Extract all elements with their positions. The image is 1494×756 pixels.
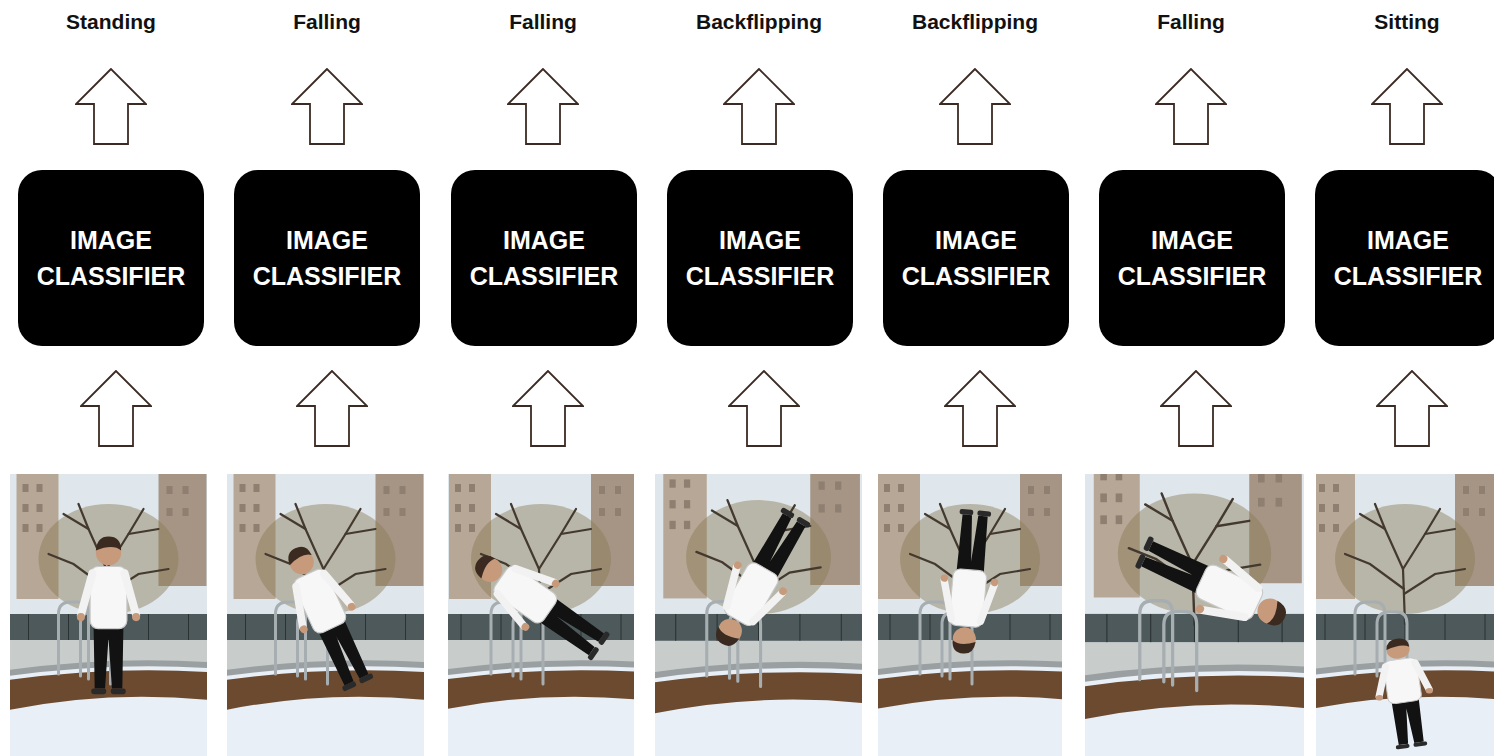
- box-text: IMAGE CLASSIFIER: [18, 222, 204, 295]
- video-frame: [9, 461, 1494, 756]
- classifier-box: IMAGE CLASSIFIER: [234, 170, 420, 346]
- classifier-box: IMAGE CLASSIFIER: [1315, 170, 1494, 346]
- class-label: Backflipping: [696, 10, 822, 34]
- class-label: Falling: [293, 10, 361, 34]
- box-text: IMAGE CLASSIFIER: [667, 222, 853, 295]
- box-text: IMAGE CLASSIFIER: [451, 222, 637, 295]
- class-label: Sitting: [1374, 10, 1439, 34]
- classifier-box: IMAGE CLASSIFIER: [1099, 170, 1285, 346]
- box-text: IMAGE CLASSIFIER: [1315, 222, 1494, 295]
- class-label: Standing: [66, 10, 156, 34]
- box-text: IMAGE CLASSIFIER: [234, 222, 420, 295]
- box-text: IMAGE CLASSIFIER: [883, 222, 1069, 295]
- box-text: IMAGE CLASSIFIER: [1099, 222, 1285, 295]
- classifier-box: IMAGE CLASSIFIER: [883, 170, 1069, 346]
- up-arrow: [76, 69, 1447, 446]
- class-label: Backflipping: [912, 10, 1038, 34]
- classifier-box: IMAGE CLASSIFIER: [667, 170, 853, 346]
- class-label: Falling: [1157, 10, 1225, 34]
- classifier-box: IMAGE CLASSIFIER: [18, 170, 204, 346]
- classifier-box: IMAGE CLASSIFIER: [451, 170, 637, 346]
- class-label: Falling: [509, 10, 577, 34]
